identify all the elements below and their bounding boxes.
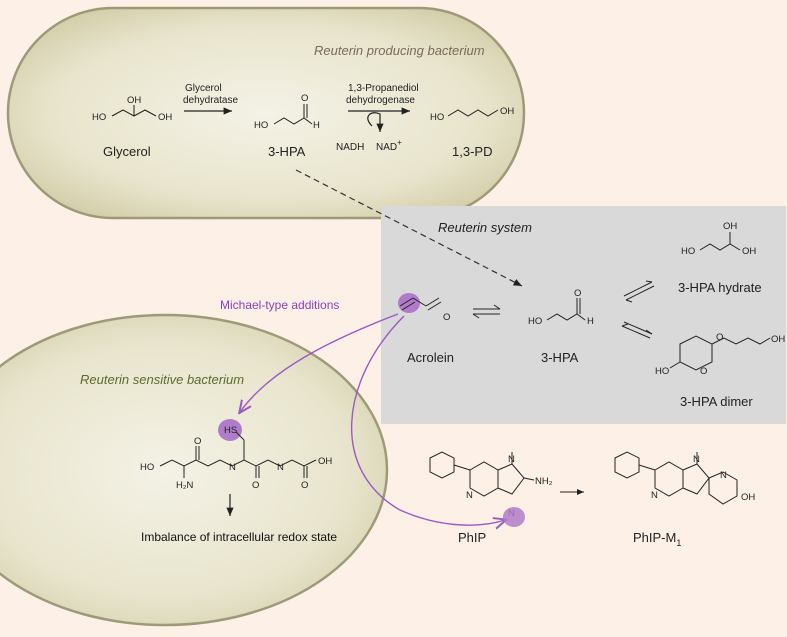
dimer-structure: HO O O OH xyxy=(655,332,785,377)
hpa-label-top: 3-HPA xyxy=(268,144,306,159)
svg-text:OH: OH xyxy=(500,106,514,117)
svg-text:HO: HO xyxy=(140,462,154,473)
sensitive-bacterium-cell xyxy=(0,313,389,627)
svg-text:H: H xyxy=(587,316,594,327)
pd-structure: HO OH xyxy=(430,106,514,123)
svg-text:HO: HO xyxy=(92,112,106,123)
acrolein-structure: O xyxy=(399,297,450,323)
hpa-label-system: 3-HPA xyxy=(541,350,579,365)
equilibrium-arrow-acrolein-hpa xyxy=(472,304,501,319)
svg-text:NH₂: NH₂ xyxy=(535,476,553,487)
svg-text:OH: OH xyxy=(742,246,756,257)
dashed-arrow-hpa-to-system xyxy=(295,169,523,287)
phip-label: PhIP xyxy=(458,530,486,545)
glycerol-structure: HO OH OH xyxy=(92,95,172,123)
svg-text:HO: HO xyxy=(528,316,542,327)
michael-arrow-to-phip xyxy=(350,315,505,525)
nadh-cofactor-arrow xyxy=(367,112,384,132)
michael-label: Michael-type additions xyxy=(220,298,339,312)
acrolein-label: Acrolein xyxy=(407,350,454,365)
svg-text:HS: HS xyxy=(224,425,237,436)
svg-text:HO: HO xyxy=(430,112,444,123)
phipm1-label: PhIP-M1 xyxy=(633,530,681,548)
svg-text:OH: OH xyxy=(771,334,785,345)
svg-text:N: N xyxy=(508,454,515,465)
enzyme1-line2: dehydratase xyxy=(183,95,238,106)
svg-text:O: O xyxy=(700,366,707,377)
svg-text:OH: OH xyxy=(741,492,755,503)
svg-text:O: O xyxy=(301,480,308,491)
enzyme1-line1: Glycerol xyxy=(185,83,222,94)
svg-text:O: O xyxy=(252,480,259,491)
svg-text:O: O xyxy=(574,288,581,299)
reuterin-system-title: Reuterin system xyxy=(438,220,532,235)
svg-text:HO: HO xyxy=(655,366,669,377)
reuterin-system-box xyxy=(381,206,786,424)
hydrate-label: 3-HPA hydrate xyxy=(678,280,762,295)
svg-text:N: N xyxy=(229,462,236,473)
glutathione-structure: HO H₂N O HS N O N O OH xyxy=(140,425,332,491)
producing-bacterium-cell xyxy=(6,6,526,220)
sensitive-bacterium-title: Reuterin sensitive bacterium xyxy=(80,372,244,387)
pd-label: 1,3-PD xyxy=(452,144,492,159)
svg-text:H: H xyxy=(313,120,320,131)
svg-text:H₂N: H₂N xyxy=(176,480,194,491)
svg-text:OH: OH xyxy=(158,112,172,123)
phip-structure: N N N NH₂ xyxy=(429,451,553,519)
svg-text:N: N xyxy=(277,462,284,473)
michael-arrow-to-glutathione xyxy=(240,313,399,412)
glycerol-label: Glycerol xyxy=(103,144,151,159)
enzyme2-line1: 1,3-Propanediol xyxy=(348,83,419,94)
hpa-structure-system: HO O H xyxy=(528,288,594,327)
svg-text:OH: OH xyxy=(723,221,737,232)
hpa-structure-top: HO O H xyxy=(254,93,320,131)
svg-text:HO: HO xyxy=(681,246,695,257)
dimer-label: 3-HPA dimer xyxy=(680,394,753,409)
equilibrium-arrow-to-dimer xyxy=(621,321,653,339)
svg-text:OH: OH xyxy=(318,456,332,467)
svg-text:N: N xyxy=(466,490,473,501)
phipm1-structure: N N N OH xyxy=(614,451,755,505)
svg-text:N: N xyxy=(693,454,700,465)
thiol-highlight xyxy=(218,419,242,441)
imbalance-label: Imbalance of intracellular redox state xyxy=(141,530,337,544)
hydrate-structure: HO OH OH xyxy=(681,221,756,257)
phip-n-highlight xyxy=(503,507,525,527)
svg-text:O: O xyxy=(716,332,723,343)
acrolein-highlight xyxy=(398,293,420,313)
svg-text:N: N xyxy=(720,470,727,481)
svg-text:O: O xyxy=(301,93,308,104)
producing-bacterium-title: Reuterin producing bacterium xyxy=(314,43,485,58)
svg-text:OH: OH xyxy=(127,95,141,106)
equilibrium-arrow-to-hydrate xyxy=(623,280,655,303)
svg-text:N: N xyxy=(651,490,658,501)
svg-text:HO: HO xyxy=(254,120,268,131)
nadh-label: NADH xyxy=(336,142,364,153)
svg-text:O: O xyxy=(443,312,450,323)
enzyme2-line2: dehydrogenase xyxy=(346,95,415,106)
nad-label: NAD+ xyxy=(376,138,402,153)
svg-text:O: O xyxy=(194,436,201,447)
